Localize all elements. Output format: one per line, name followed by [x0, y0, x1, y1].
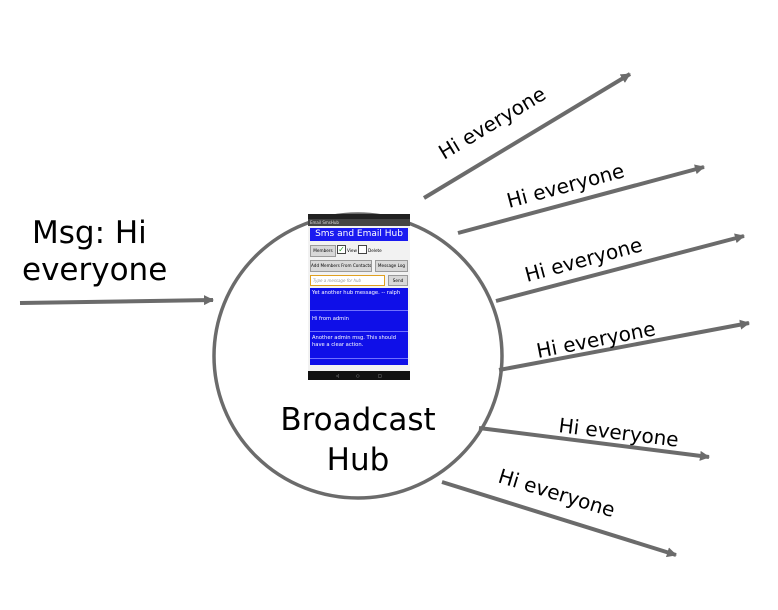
output-arrow-3: [495, 233, 745, 303]
hub-label-line1: Broadcast: [280, 402, 435, 438]
hub-label-line2: Hub: [327, 442, 390, 478]
input-arrow: [19, 295, 214, 306]
phone-screenshot: Email SmsHub Sms and Email Hub Members ✓…: [308, 214, 410, 380]
output-arrow-6: [441, 480, 677, 558]
app-title: Sms and Email Hub: [310, 228, 408, 241]
home-icon[interactable]: ○: [356, 373, 360, 378]
input-message-line1: Msg: Hi: [32, 215, 147, 251]
back-icon[interactable]: ◁: [336, 373, 340, 378]
send-button[interactable]: Send: [388, 275, 408, 286]
message-input[interactable]: Type a message for hub: [310, 275, 385, 286]
delete-checkbox[interactable]: [358, 245, 367, 254]
output-arrow-1: [422, 72, 632, 200]
members-button[interactable]: Members: [310, 245, 336, 257]
list-item[interactable]: Another admin msg. This should have a cl…: [310, 335, 408, 359]
message-list: Yet another hub message. -- ralph Hi fro…: [310, 288, 408, 365]
input-message-line2: everyone: [22, 252, 167, 288]
delete-label: Delete: [368, 248, 382, 253]
add-members-button[interactable]: Add Members From Contacts: [310, 260, 372, 272]
output-arrow-4: [498, 319, 750, 372]
output-arrow-5: [478, 426, 710, 461]
list-item[interactable]: Yet another hub message. -- ralph: [310, 290, 408, 311]
view-checkbox[interactable]: ✓: [337, 245, 346, 254]
output-arrow-2: [457, 164, 705, 235]
output-label-4: Hi everyone: [534, 316, 657, 363]
recent-apps-icon[interactable]: □: [378, 373, 382, 378]
app-bar: Email SmsHub: [308, 219, 410, 226]
list-item[interactable]: Hi from admin: [310, 316, 408, 332]
view-label: View: [347, 248, 357, 253]
nav-bar: ◁ ○ □: [308, 371, 410, 380]
message-log-button[interactable]: Message Log: [375, 260, 408, 272]
output-label-1: Hi everyone: [434, 82, 550, 165]
status-bar: [308, 214, 410, 219]
output-label-6: Hi everyone: [496, 464, 618, 522]
